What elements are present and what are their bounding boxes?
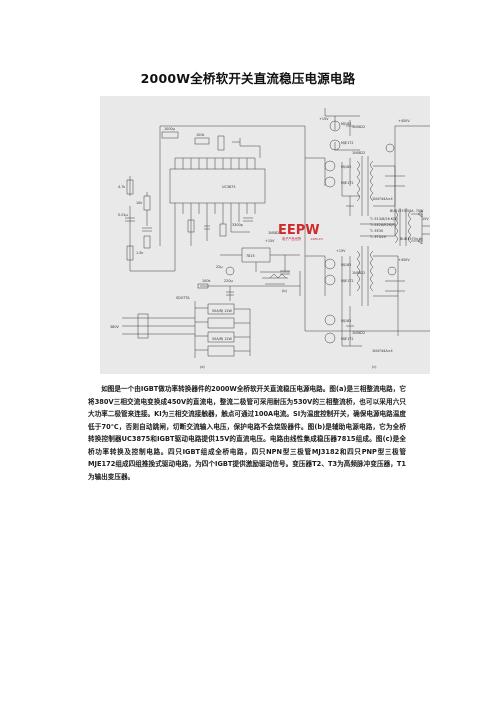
- output-voltage-label: 15V: [422, 217, 429, 221]
- diode-label-2: 1N5822: [352, 151, 365, 155]
- supply-label-5: +450V: [398, 258, 410, 262]
- zener-label-2: 1N4744A×4: [372, 349, 393, 353]
- surge-label: SDOTTA: [176, 296, 190, 300]
- trafo-spec-4: Tₓ ETD29: [369, 235, 386, 239]
- trafo-spec-3: T₁ EE30: [369, 229, 383, 233]
- ac-cap-label-2: 50A/RJ 12W: [212, 337, 233, 341]
- transistor-label-pnp-2: MJE172: [341, 181, 354, 185]
- uc3875-label: UC3875: [222, 185, 235, 189]
- cap-label-1: 1000μ: [164, 127, 176, 131]
- res-label-3: 10k: [136, 201, 142, 205]
- output-rectifier-label: BUR1570×4: [400, 237, 421, 241]
- ctrl-label-1: 1N5822: [268, 231, 281, 235]
- supply-label-2: +15V: [265, 239, 275, 243]
- res-label-4: 1.5k: [136, 251, 143, 255]
- diode-label-4: 1N5822: [352, 331, 365, 335]
- diode-label-3: 1N5822: [352, 271, 365, 275]
- cap-label-2: 0.01μ: [118, 213, 129, 217]
- rectifier-spec-label: BUR1570/50A, 70W: [390, 209, 424, 213]
- transistor-label-pnp-4: MJE172: [341, 337, 354, 341]
- zener-label-1: 1N4744A×4: [372, 197, 393, 201]
- cap-label-3: 3300p: [232, 223, 243, 227]
- ac-cap-label-1: 50A/RJ 12W: [212, 309, 233, 313]
- regulator-7815-label: 7815: [246, 254, 255, 258]
- figure-label-c: (c): [372, 365, 377, 369]
- circuit-schematic: UC3875 7815 +15V +15V +15V +450V +450V M…: [100, 96, 430, 374]
- ctrl-label-3: 220μ: [224, 279, 233, 283]
- watermark-url: .com.cn: [310, 237, 323, 241]
- trafo-spec-1: T₂ E13/6/26 K(R): [369, 217, 399, 221]
- transistor-label-npn-3: MJ182: [341, 263, 351, 267]
- transistor-label-npn-2: MJ182: [341, 165, 351, 169]
- supply-label-1: +15V: [319, 117, 329, 121]
- ctrl-label-2: 100k: [202, 279, 210, 283]
- watermark-brand: EEPW: [278, 223, 320, 238]
- figure-label-b: (b): [282, 289, 287, 293]
- input-voltage-label: 380V: [110, 325, 119, 329]
- eepw-watermark: EEPW 电子产品世界 .com.cn: [278, 223, 323, 241]
- res-label-1: 100k: [196, 133, 204, 137]
- diode-label-1: 1N5822: [352, 125, 365, 129]
- supply-label-3: +15V: [336, 249, 346, 253]
- transistor-label-npn-1: MJ182: [341, 122, 351, 126]
- cap-label-4: 22μ: [216, 265, 223, 269]
- res-label-2: 4.7k: [118, 185, 125, 189]
- page-title: 2000W全桥软开关直流稳压电源电路: [140, 71, 356, 86]
- transistor-label-pnp-3: MJE172: [341, 279, 354, 283]
- trafo-spec-2: T₃ EE28/R26(R): [369, 223, 397, 227]
- description-paragraph: 如图是一个由IGBT做功率转换器件的2000W全桥软开关直流稳压电源电路。图(a…: [88, 385, 406, 481]
- supply-label-4: +450V: [398, 119, 410, 123]
- figure-label-a: (a): [200, 365, 205, 369]
- transistor-label-pnp-1: MJE172: [341, 141, 354, 145]
- watermark-site: 电子产品世界: [282, 236, 302, 241]
- circuit-schematic-figure: UC3875 7815 +15V +15V +15V +450V +450V M…: [100, 96, 430, 374]
- transistor-label-npn-4: MJ182: [341, 319, 351, 323]
